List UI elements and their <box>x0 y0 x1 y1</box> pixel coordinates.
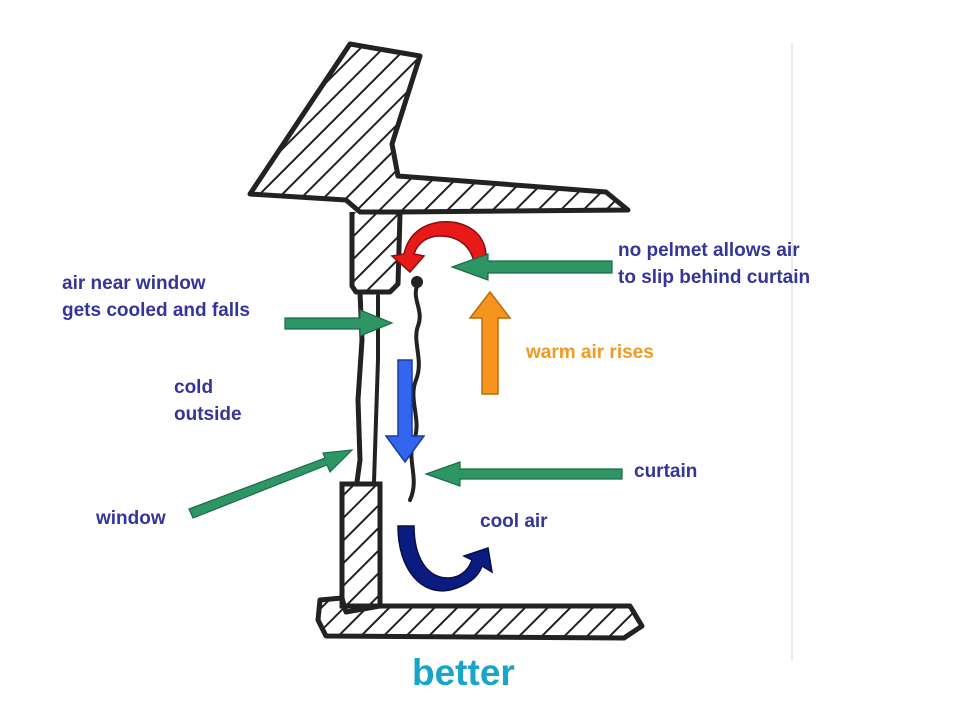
no-pelmet-pointer-arrow <box>450 253 613 281</box>
cold-outside-label-line-1: cold <box>174 377 214 398</box>
upper-wall-lintel <box>349 212 403 295</box>
air-near-window-label: air near window gets cooled and falls <box>62 270 250 324</box>
warm-air-rising-arrow <box>468 290 512 395</box>
air-near-window-label-line-2: gets cooled and falls <box>62 300 250 321</box>
diagram-title: better <box>412 652 515 693</box>
floor <box>315 595 645 641</box>
cool-air-label: cool air <box>480 511 548 532</box>
warm-air-rises-label: warm air rises <box>526 342 654 363</box>
cold-outside-label-line-2: outside <box>174 404 242 425</box>
warm-air-circulation-arrow <box>390 221 487 274</box>
curtain-label: curtain <box>634 461 698 482</box>
no-pelmet-label-line-2: to slip behind curtain <box>618 267 811 288</box>
roof-eave <box>247 41 631 215</box>
lower-wall-sill <box>339 481 383 609</box>
window-label: window <box>96 508 166 529</box>
no-pelmet-label: no pelmet allows air to slip behind curt… <box>618 237 810 291</box>
falling-cold-air-arrow <box>384 359 426 464</box>
window-pointer-arrow <box>188 449 354 519</box>
curtain <box>408 276 423 502</box>
cold-outside-label: cold outside <box>174 374 242 428</box>
cool-air-circulation-arrow <box>397 525 494 592</box>
no-pelmet-label-line-1: no pelmet allows air <box>618 240 800 261</box>
curtain-pointer-arrow <box>424 461 623 487</box>
air-near-window-label-line-1: air near window <box>62 273 206 294</box>
air-near-window-pointer-arrow <box>284 309 394 337</box>
